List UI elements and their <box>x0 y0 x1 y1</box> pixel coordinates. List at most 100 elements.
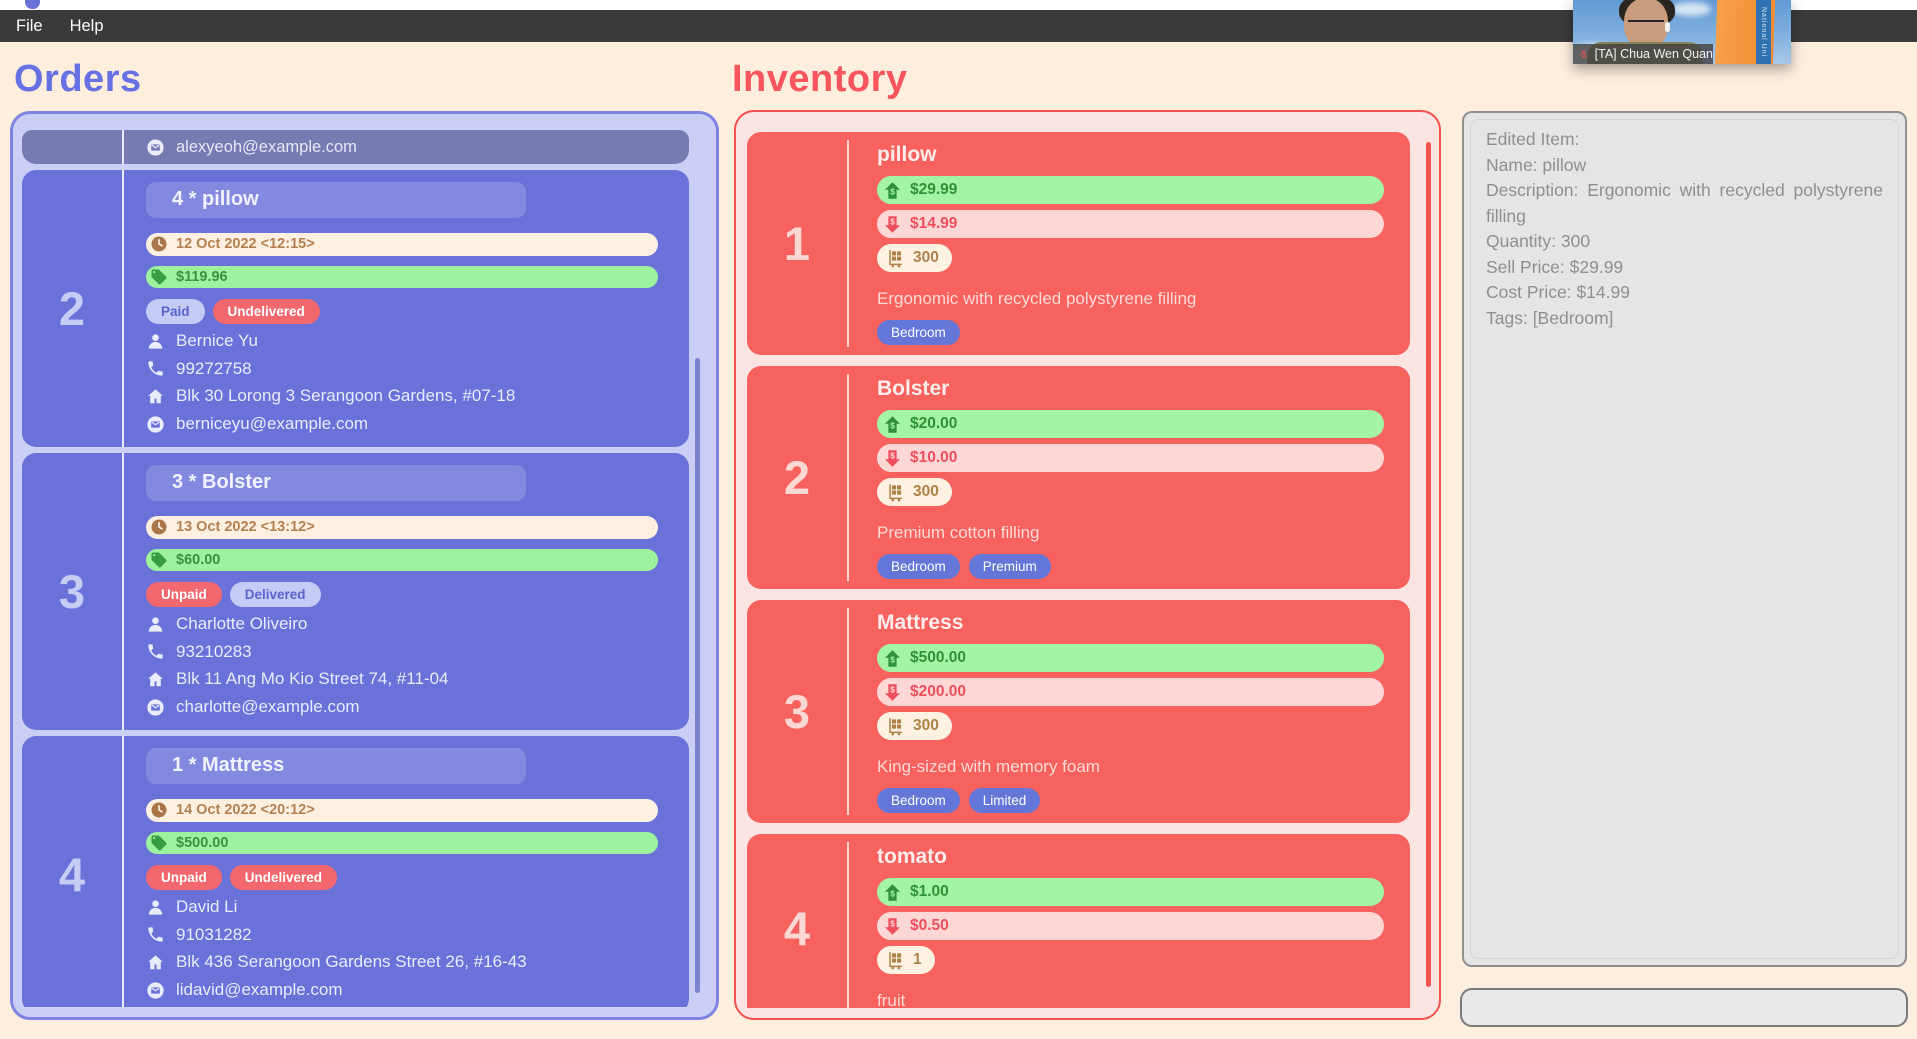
item-index: 3 <box>783 685 811 738</box>
order-card[interactable]: 4 1 * Mattress 14 Oct 2022 <20:12> $500.… <box>22 736 689 1007</box>
menu-help[interactable]: Help <box>69 16 104 35</box>
item-description: King-sized with memory foam <box>877 757 1100 776</box>
item-index: 1 <box>783 217 811 270</box>
order-price: $60.00 <box>176 551 221 568</box>
item-cost-price: $14.99 <box>910 215 958 232</box>
item-cost-price-pill: $ $0.50 <box>877 912 1384 940</box>
item-sell-price: $500.00 <box>910 649 967 666</box>
item-description: Premium cotton filling <box>877 523 1040 542</box>
item-tag-row: Bedroom Limited <box>877 788 1384 813</box>
svg-text:$: $ <box>890 888 895 898</box>
inventory-list: 1 pillow $ $29.99 $ $14.99 300 Ergonomic… <box>747 132 1410 1008</box>
order-email: lidavid@example.com <box>176 980 343 1000</box>
sell-price-up-icon: $ <box>884 649 901 667</box>
menu-file[interactable]: File <box>16 16 43 35</box>
order-index: 2 <box>58 282 86 335</box>
order-card-partial[interactable]: alexyeoh@example.com <box>22 130 689 164</box>
cloud-shape <box>1671 2 1711 16</box>
person-face <box>1624 0 1668 48</box>
card-divider <box>122 736 124 1007</box>
item-cost-price: $0.50 <box>910 917 949 934</box>
inventory-card[interactable]: 3 Mattress $ $500.00 $ $200.00 300 King-… <box>747 600 1410 823</box>
person-icon <box>148 616 163 632</box>
item-sell-price: $1.00 <box>910 883 949 900</box>
sell-price-up-icon: $ <box>884 883 901 901</box>
order-email: berniceyu@example.com <box>176 414 369 434</box>
orders-panel: alexyeoh@example.com 2 4 * pillow 12 Oct… <box>10 111 719 1020</box>
order-address: Blk 436 Serangoon Gardens Street 26, #16… <box>176 952 527 972</box>
item-cost-price: $10.00 <box>910 449 958 466</box>
price-tag-icon <box>151 552 167 568</box>
stock-cart-icon <box>889 717 902 735</box>
item-quantity: 300 <box>913 483 939 500</box>
order-card[interactable]: 2 4 * pillow 12 Oct 2022 <12:15> $119.96… <box>22 170 689 447</box>
app-icon <box>25 0 40 9</box>
orders-list: alexyeoh@example.com 2 4 * pillow 12 Oct… <box>22 130 689 1007</box>
item-name: Mattress <box>877 611 964 634</box>
order-address: Blk 30 Lorong 3 Serangoon Gardens, #07-1… <box>176 386 516 406</box>
phone-icon <box>148 927 163 942</box>
inventory-card[interactable]: 4 tomato $ $1.00 $ $0.50 1 fruit <box>747 834 1410 1008</box>
earbud-shape <box>1665 22 1670 32</box>
order-status-badge: Undelivered <box>229 865 338 891</box>
inventory-panel: 1 pillow $ $29.99 $ $14.99 300 Ergonomic… <box>734 110 1441 1020</box>
item-quantity: 300 <box>913 249 939 266</box>
cost-price-down-icon: $ <box>884 449 901 467</box>
order-customer: David Li <box>176 897 238 917</box>
orders-scrollbar-thumb[interactable] <box>695 358 700 993</box>
result-display: Edited Item: Name: pillow Description: E… <box>1462 111 1907 967</box>
order-item-name: 3 * Bolster <box>146 465 526 501</box>
home-icon <box>148 672 163 687</box>
item-name: Bolster <box>877 377 950 400</box>
webcam-name-label: [TA] Chua Wen Quan <box>1594 47 1713 61</box>
item-cost-price-pill: $ $10.00 <box>877 444 1384 472</box>
item-quantity: 300 <box>913 717 939 734</box>
item-tag-badge: Bedroom <box>877 554 960 579</box>
price-tag-icon <box>151 835 167 851</box>
svg-text:$: $ <box>890 450 895 460</box>
order-card[interactable]: 3 3 * Bolster 13 Oct 2022 <13:12> $60.00… <box>22 453 689 730</box>
order-price-pill: $60.00 <box>146 548 658 572</box>
item-sell-price: $20.00 <box>910 415 958 432</box>
card-divider <box>122 170 124 447</box>
command-input[interactable] <box>1460 988 1908 1027</box>
email-icon <box>147 981 164 999</box>
inventory-card[interactable]: 1 pillow $ $29.99 $ $14.99 300 Ergonomic… <box>747 132 1410 355</box>
order-index <box>22 130 122 164</box>
inventory-card[interactable]: 2 Bolster $ $20.00 $ $10.00 300 Premium … <box>747 366 1410 589</box>
cost-price-down-icon: $ <box>884 215 901 233</box>
item-cost-price: $200.00 <box>910 683 967 700</box>
order-status-badge: Unpaid <box>146 865 222 891</box>
item-name: pillow <box>877 143 937 166</box>
order-phone: 91031282 <box>176 924 252 944</box>
sell-price-up-icon: $ <box>884 181 901 199</box>
item-tag-badge: Limited <box>968 788 1041 813</box>
cost-price-down-icon: $ <box>884 683 901 701</box>
item-sell-price: $29.99 <box>910 181 958 198</box>
inventory-scrollbar-thumb[interactable] <box>1426 142 1431 987</box>
order-customer: Charlotte Oliveiro <box>176 614 308 634</box>
item-tag-badge: Bedroom <box>877 788 960 813</box>
result-line: Cost Price: $14.99 <box>1486 282 1630 302</box>
person-icon <box>148 333 163 349</box>
order-datetime: 12 Oct 2022 <12:15> <box>176 236 315 253</box>
item-cost-price-pill: $ $14.99 <box>877 210 1384 238</box>
order-status-badge: Delivered <box>229 582 321 608</box>
card-divider <box>847 842 849 1008</box>
person-icon <box>148 899 163 915</box>
item-sell-price-pill: $ $29.99 <box>877 176 1384 204</box>
mic-muted-icon <box>1580 50 1588 58</box>
webcam-overlay[interactable]: National Uni [TA] Chua Wen Quan <box>1573 0 1791 64</box>
order-status-badge: Undelivered <box>212 299 320 325</box>
item-quantity-pill: 300 <box>877 712 952 740</box>
order-phone: 99272758 <box>176 358 252 378</box>
email-icon <box>147 415 164 433</box>
order-datetime-pill: 13 Oct 2022 <13:12> <box>146 515 658 539</box>
clock-icon <box>151 236 167 252</box>
item-quantity-pill: 300 <box>877 244 952 272</box>
sell-price-up-icon: $ <box>884 415 901 433</box>
svg-text:$: $ <box>890 186 895 196</box>
